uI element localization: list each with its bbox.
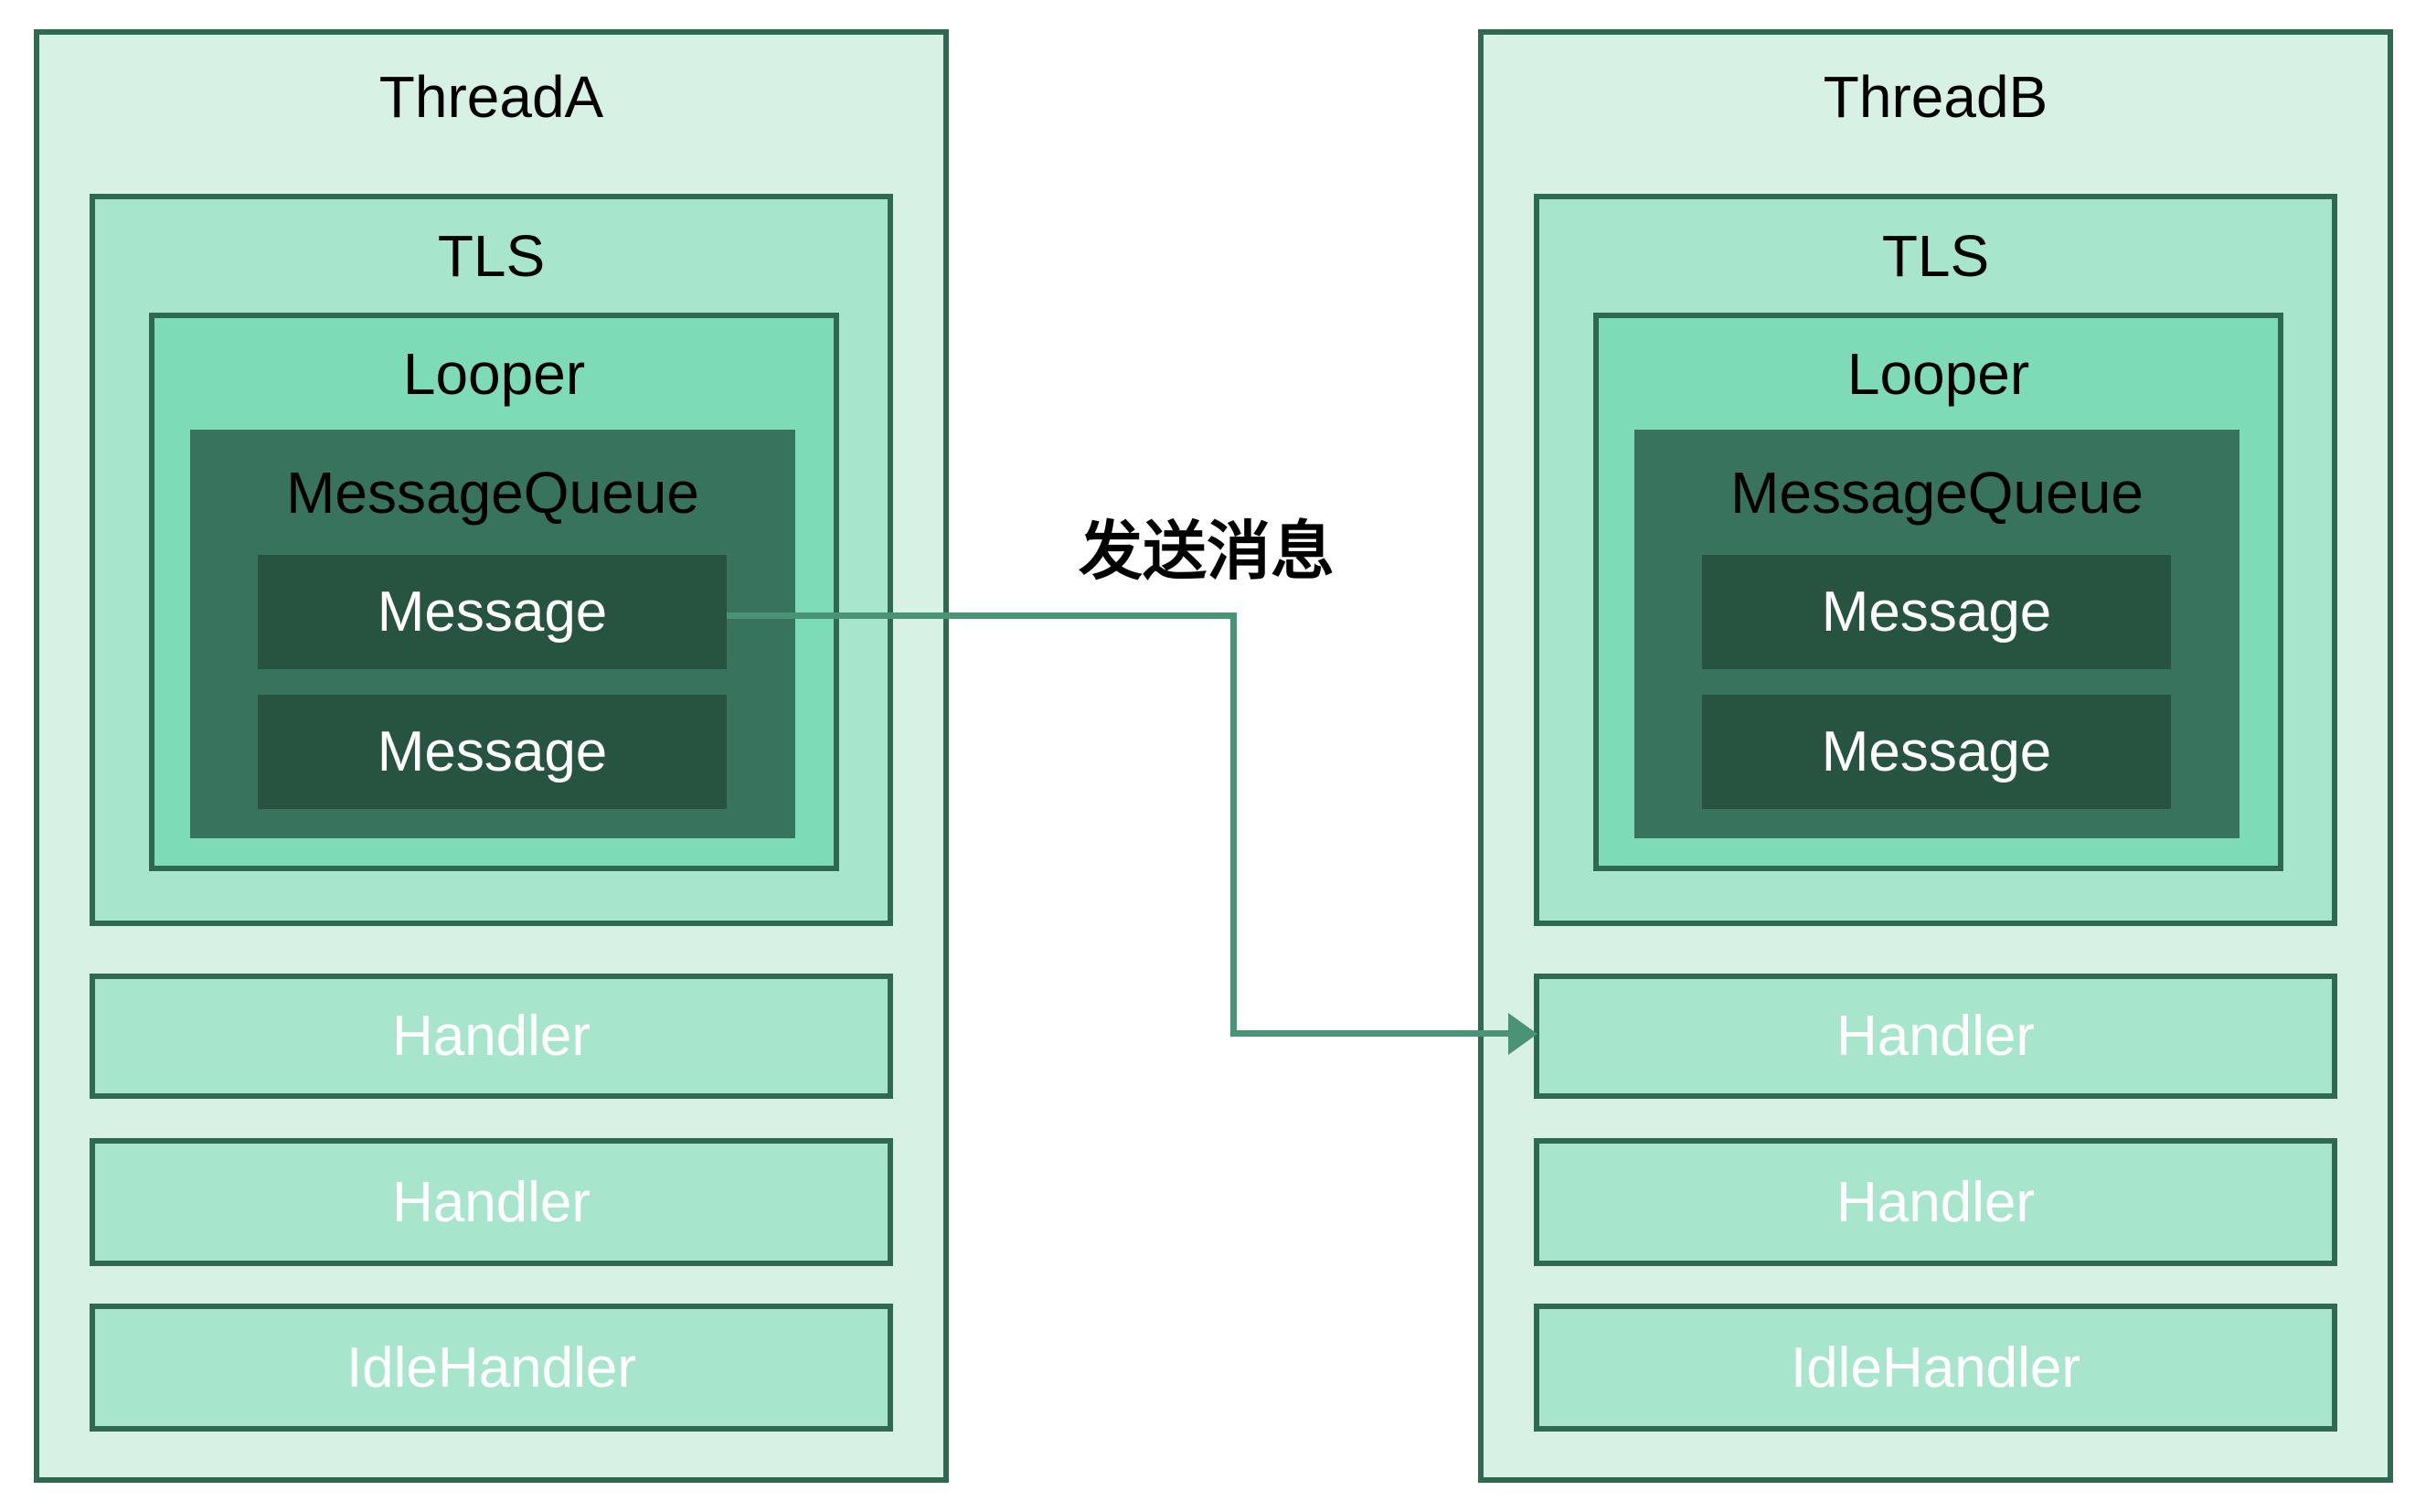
thread-a-message-2: Message	[258, 695, 727, 809]
thread-b-message-queue-label: MessageQueue	[1730, 459, 2144, 526]
send-message-arrow-segment-bottom	[1230, 1030, 1516, 1037]
thread-a-looper-box: Looper MessageQueue Message Message	[149, 313, 839, 871]
thread-b-message-2: Message	[1702, 695, 2171, 809]
send-message-arrowhead-icon	[1508, 1013, 1537, 1055]
thread-a-message-queue-box: MessageQueue Message Message	[190, 430, 795, 838]
thread-a-looper-label: Looper	[402, 341, 586, 407]
thread-a-handler-1: Handler	[90, 974, 893, 1099]
thread-b-idle-handler: IdleHandler	[1534, 1304, 2337, 1432]
thread-b-tls-label: TLS	[1881, 223, 1990, 289]
thread-a-message-1: Message	[258, 555, 727, 669]
thread-a-handler-2: Handler	[90, 1138, 893, 1266]
thread-b-message-1: Message	[1702, 555, 2171, 669]
thread-a-title: ThreadA	[378, 63, 604, 130]
thread-b-handler-2: Handler	[1534, 1138, 2337, 1266]
thread-b-looper-box: Looper MessageQueue Message Message	[1593, 313, 2283, 871]
thread-b-message-queue-box: MessageQueue Message Message	[1634, 430, 2239, 838]
thread-a-idle-handler: IdleHandler	[90, 1304, 893, 1432]
send-message-arrow-segment-vertical	[1230, 612, 1237, 1037]
thread-a-box: ThreadA TLS Looper MessageQueue Message …	[34, 29, 949, 1483]
send-message-arrow-segment-top	[727, 612, 1237, 619]
thread-b-looper-label: Looper	[1846, 341, 2030, 407]
send-message-label: 发送消息	[1079, 516, 1335, 587]
thread-b-tls-box: TLS Looper MessageQueue Message Message	[1534, 194, 2337, 926]
thread-b-handler-1: Handler	[1534, 974, 2337, 1099]
thread-a-message-queue-label: MessageQueue	[286, 459, 699, 526]
thread-b-box: ThreadB TLS Looper MessageQueue Message …	[1478, 29, 2393, 1483]
thread-a-tls-box: TLS Looper MessageQueue Message Message	[90, 194, 893, 926]
thread-a-tls-label: TLS	[437, 223, 546, 289]
thread-b-title: ThreadB	[1823, 63, 2048, 130]
